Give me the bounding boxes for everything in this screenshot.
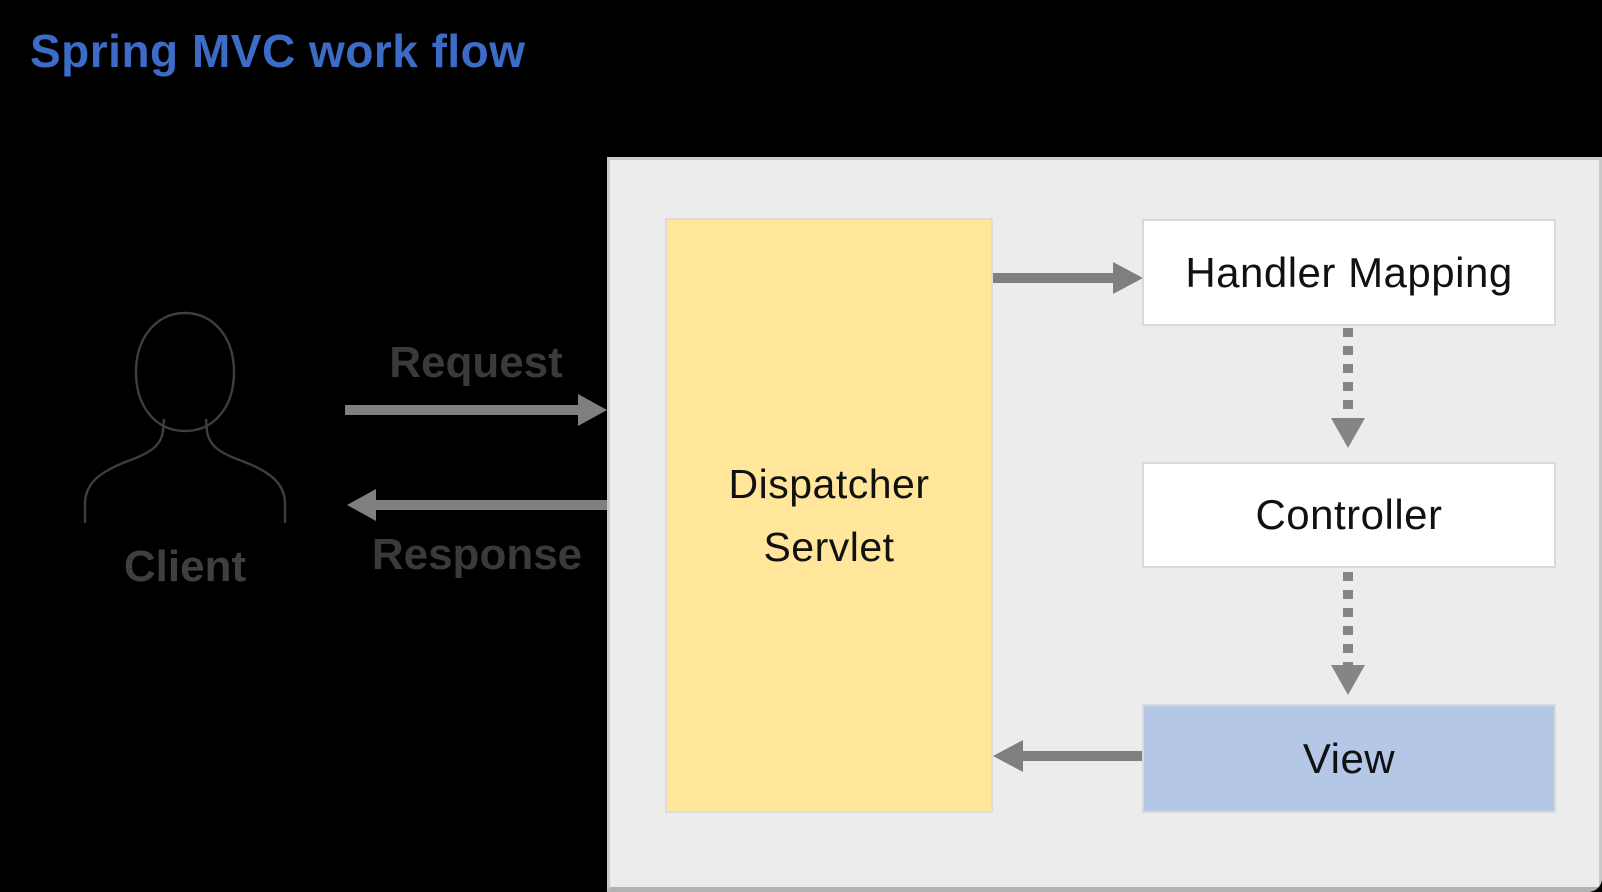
- dispatcher-to-handler-arrow: [993, 262, 1143, 294]
- controller-label: Controller: [1255, 491, 1443, 538]
- response-arrow: [347, 489, 607, 521]
- controller-to-view-dashed-arrow: [1331, 572, 1365, 695]
- node-dispatcher-servlet: Dispatcher Servlet: [665, 218, 993, 813]
- handler-to-controller-dashed-arrow: [1331, 328, 1365, 448]
- dispatcher-servlet-label: Dispatcher Servlet: [728, 460, 930, 570]
- node-controller: Controller: [1142, 462, 1556, 568]
- view-to-dispatcher-arrow: [993, 740, 1143, 772]
- diagram-title: Spring MVC work flow: [30, 25, 526, 77]
- person-head: [134, 311, 236, 433]
- request-label: Request: [389, 338, 563, 387]
- node-view: View: [1142, 704, 1556, 813]
- person-shoulder-right: [204, 418, 287, 523]
- handler-mapping-label: Handler Mapping: [1185, 248, 1513, 296]
- node-handler-mapping: Handler Mapping: [1142, 219, 1556, 326]
- person-shoulder-left: [83, 418, 166, 523]
- request-arrow: [345, 394, 607, 426]
- view-label: View: [1302, 734, 1396, 782]
- response-label: Response: [371, 530, 583, 579]
- person-icon: [83, 311, 287, 523]
- client-label: Client: [123, 542, 247, 591]
